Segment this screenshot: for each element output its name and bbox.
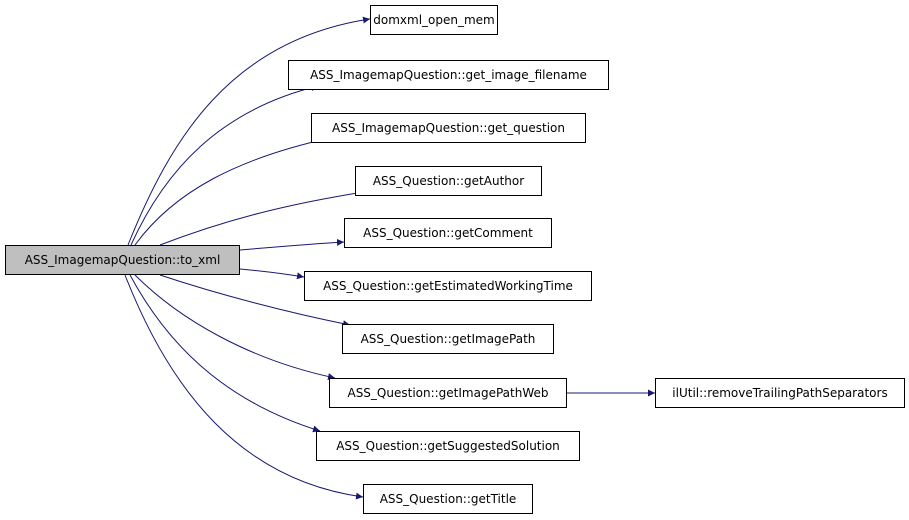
- edge-to_xml-to-getAuthor: [159, 188, 371, 246]
- node-domxml_open_mem[interactable]: domxml_open_mem: [370, 5, 498, 35]
- node-getImagePath[interactable]: ASS_Question::getImagePath: [342, 324, 554, 354]
- node-label: ASS_Question::getTitle: [379, 492, 517, 506]
- node-label: ASS_Question::getAuthor: [372, 174, 525, 188]
- edge-to_xml-to-get_question: [134, 136, 331, 246]
- node-getAuthor[interactable]: ASS_Question::getAuthor: [355, 166, 542, 196]
- edge-to_xml-to-getEstimatedWorkingTime: [239, 268, 305, 280]
- node-label: ASS_Question::getComment: [363, 226, 533, 240]
- node-removeTrailingPathSeparators[interactable]: ilUtil::removeTrailingPathSeparators: [655, 378, 905, 408]
- node-label: ASS_ImagemapQuestion::get_image_filename: [310, 68, 587, 82]
- edge-to_xml-to-getImagePath: [159, 274, 351, 328]
- node-getSuggestedSolution[interactable]: ASS_Question::getSuggestedSolution: [316, 431, 580, 461]
- node-label: ASS_Question::getEstimatedWorkingTime: [323, 279, 573, 293]
- node-label: ASS_ImagemapQuestion::get_question: [332, 121, 565, 135]
- node-getEstimatedWorkingTime[interactable]: ASS_Question::getEstimatedWorkingTime: [304, 271, 592, 301]
- edge-to_xml-to-get_image_filename: [130, 84, 319, 246]
- node-label: ASS_Question::getImagePathWeb: [347, 386, 549, 400]
- node-get_image_filename[interactable]: ASS_ImagemapQuestion::get_image_filename: [288, 60, 609, 90]
- edge-to_xml-to-getImagePathWeb: [134, 274, 336, 380]
- edge-to_xml-to-getTitle: [124, 274, 364, 500]
- node-label: ASS_Question::getSuggestedSolution: [336, 439, 560, 453]
- node-getComment[interactable]: ASS_Question::getComment: [344, 218, 552, 248]
- node-get_question[interactable]: ASS_ImagemapQuestion::get_question: [311, 113, 586, 143]
- edge-to_xml-to-domxml_open_mem: [127, 16, 371, 246]
- node-getImagePathWeb[interactable]: ASS_Question::getImagePathWeb: [329, 378, 567, 408]
- node-getTitle[interactable]: ASS_Question::getTitle: [363, 484, 533, 514]
- node-label: ASS_Question::getImagePath: [360, 332, 536, 346]
- node-label: ilUtil::removeTrailingPathSeparators: [672, 386, 888, 400]
- node-to_xml: ASS_ImagemapQuestion::to_xml: [5, 245, 240, 275]
- node-label: ASS_ImagemapQuestion::to_xml: [24, 253, 221, 267]
- node-label: domxml_open_mem: [373, 13, 495, 27]
- edge-to_xml-to-getComment: [239, 238, 345, 251]
- edge-to_xml-to-getSuggestedSolution: [129, 274, 321, 433]
